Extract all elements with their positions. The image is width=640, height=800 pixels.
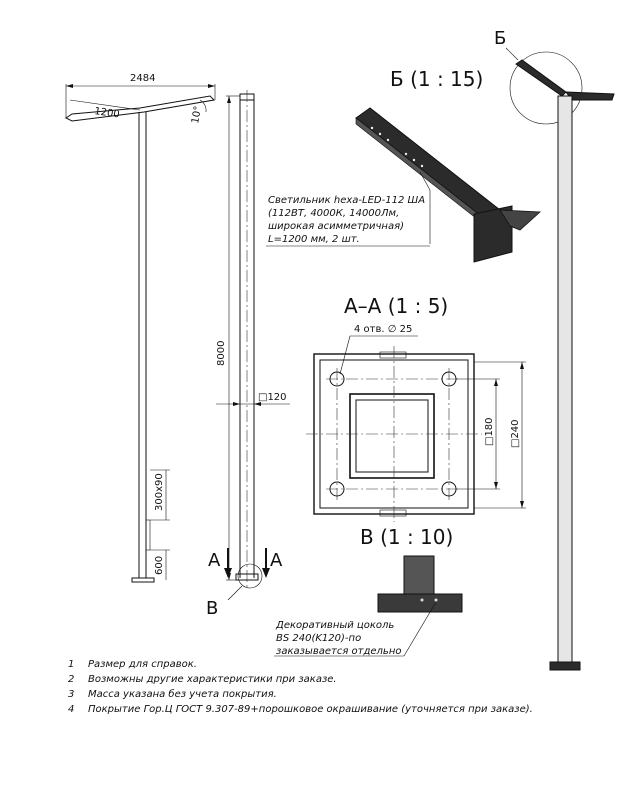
arm-angle-dimension: 10°: [190, 105, 204, 124]
hatch-height-dimension: 600: [154, 556, 165, 575]
pole-section-dimension: □120: [258, 392, 287, 403]
pole-front-view: 8000 □120 А А В: [206, 90, 290, 619]
luminaire-line-1: Светильник hexa-LED-112 ША: [268, 195, 425, 206]
base-cover-line-3: заказывается отдельно: [276, 646, 401, 657]
detail-v-title: В (1 : 10): [360, 525, 453, 549]
section-aa-view: А–А (1 : 5) 4 отв. ∅ 25 □180: [306, 294, 526, 522]
note-number-3: 3: [68, 689, 74, 700]
base-cover-line-2: BS 240(K120)-по: [276, 633, 361, 644]
bolt-spacing-dimension: □180: [484, 417, 495, 446]
pole-side-view: 2484 1200 10° 300х90 600: [65, 73, 216, 583]
note-number-4: 4: [68, 704, 74, 715]
note-number-2: 2: [68, 674, 74, 685]
base-cover-line-1: Декоративный цоколь: [275, 620, 394, 631]
detail-base-view: В (1 : 10) Декоративный цоколь BS 240(K1…: [274, 525, 463, 657]
luminaire-line-4: L=1200 мм, 2 шт.: [268, 234, 360, 245]
bolt-holes-label: 4 отв. ∅ 25: [354, 324, 412, 335]
arm-length-dimension: 1200: [94, 106, 121, 120]
note-text-3: Масса указана без учета покрытия.: [88, 688, 277, 700]
pole-overview: Б: [494, 28, 615, 671]
hatch-size-dimension: 300х90: [154, 473, 165, 511]
note-number-1: 1: [68, 659, 74, 670]
span-dimension: 2484: [130, 73, 155, 84]
note-text-2: Возможны другие характеристики при заказ…: [88, 674, 337, 685]
detail-b-title: Б (1 : 15): [390, 67, 483, 91]
section-marker-right: А: [270, 550, 283, 571]
note-text-4: Покрытие Гор.Ц ГОСТ 9.307-89+порошковое …: [88, 704, 533, 715]
luminaire-line-3: широкая асимметричная): [268, 221, 404, 232]
notes-block: 1 Размер для справок. 2 Возможны другие …: [68, 659, 533, 715]
height-dimension: 8000: [216, 341, 227, 366]
detail-luminaire-view: Б (1 : 15) Светильник hexa-LED-112 ША (1…: [266, 67, 541, 263]
section-aa-title: А–А (1 : 5): [344, 294, 448, 318]
section-marker-left: А: [208, 550, 221, 571]
note-text-1: Размер для справок.: [88, 659, 197, 670]
detail-v-letter: В: [206, 598, 218, 619]
plate-size-dimension: □240: [510, 419, 521, 448]
luminaire-line-2: (112ВТ, 4000К, 14000Лм,: [268, 208, 399, 219]
detail-b-letter: Б: [494, 28, 506, 49]
